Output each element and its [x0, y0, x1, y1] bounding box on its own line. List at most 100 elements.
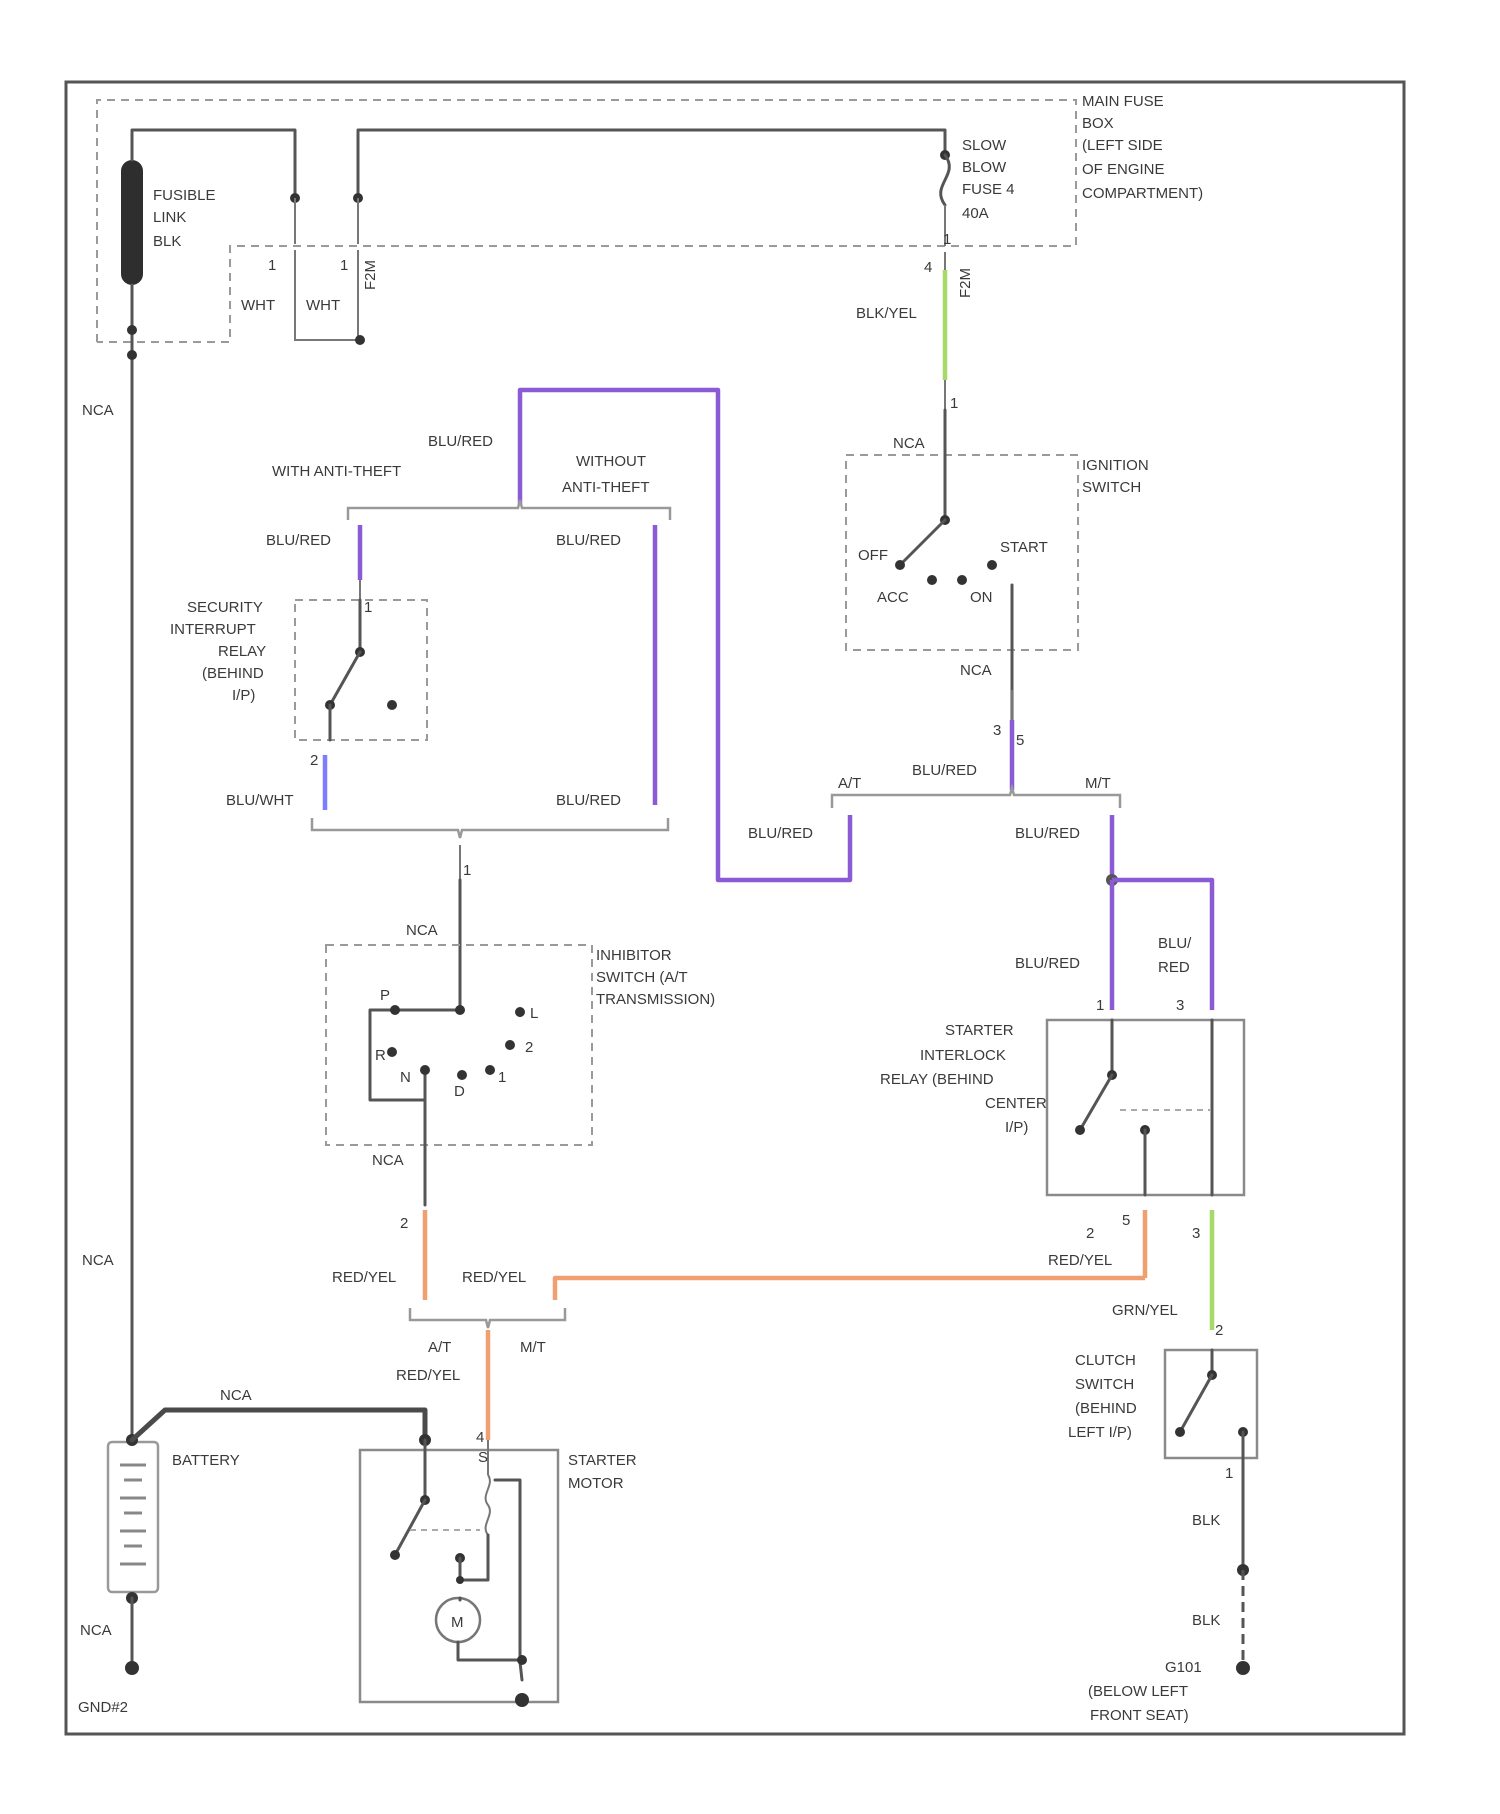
svg-text:START: START: [1000, 539, 1048, 556]
svg-text:BATTERY: BATTERY: [172, 1452, 240, 1469]
svg-text:NCA: NCA: [82, 1252, 114, 1269]
svg-text:2: 2: [400, 1215, 408, 1232]
main-fuse-box-label: MAIN FUSE: [1082, 93, 1164, 110]
svg-text:NCA: NCA: [82, 402, 114, 419]
svg-text:1: 1: [340, 257, 348, 274]
starter-interlock-relay: STARTER INTERLOCK RELAY (BEHIND CENTER I…: [880, 1020, 1244, 1195]
svg-text:BLU/WHT: BLU/WHT: [226, 792, 294, 809]
at-mt-brace-right: [832, 788, 1120, 808]
svg-text:1: 1: [268, 257, 276, 274]
svg-text:S: S: [478, 1449, 488, 1466]
svg-text:P: P: [380, 987, 390, 1004]
svg-text:(BELOW LEFT: (BELOW LEFT: [1088, 1683, 1188, 1700]
battery-to-starter-wire: [132, 1410, 425, 1440]
svg-text:RELAY (BEHIND: RELAY (BEHIND: [880, 1071, 994, 1088]
svg-text:4: 4: [924, 259, 932, 276]
fusible-link: [121, 160, 143, 285]
svg-text:1: 1: [950, 395, 958, 412]
svg-text:CENTER: CENTER: [985, 1095, 1047, 1112]
svg-text:N: N: [400, 1069, 411, 1086]
svg-text:NCA: NCA: [406, 922, 438, 939]
svg-text:BLK/YEL: BLK/YEL: [856, 305, 917, 322]
security-interrupt-relay: SECURITY INTERRUPT RELAY (BEHIND I/P): [170, 599, 427, 740]
svg-text:GND#2: GND#2: [78, 1699, 128, 1716]
svg-text:INHIBITOR: INHIBITOR: [596, 947, 672, 964]
svg-text:I/P): I/P): [232, 687, 255, 704]
battery-ground-dot: [125, 1661, 139, 1675]
svg-text:I/P): I/P): [1005, 1119, 1028, 1136]
svg-text:WITHOUT: WITHOUT: [576, 453, 646, 470]
svg-text:3: 3: [993, 722, 1001, 739]
svg-text:3: 3: [1192, 1225, 1200, 1242]
svg-text:A/T: A/T: [838, 775, 861, 792]
svg-text:R: R: [375, 1047, 386, 1064]
svg-text:FUSIBLE: FUSIBLE: [153, 187, 216, 204]
svg-text:BLU/RED: BLU/RED: [556, 792, 621, 809]
starter-motor: STARTER MOTOR S M: [360, 1434, 637, 1707]
svg-text:BLK: BLK: [153, 233, 181, 250]
svg-text:(BEHIND: (BEHIND: [202, 665, 264, 682]
svg-text:BLK: BLK: [1192, 1612, 1220, 1629]
svg-text:1: 1: [463, 862, 471, 879]
svg-text:BLK: BLK: [1192, 1512, 1220, 1529]
svg-text:BLU/RED: BLU/RED: [556, 532, 621, 549]
svg-text:NCA: NCA: [80, 1622, 112, 1639]
svg-text:SWITCH: SWITCH: [1082, 479, 1141, 496]
svg-text:SWITCH (A/T: SWITCH (A/T: [596, 969, 688, 986]
svg-text:OF ENGINE: OF ENGINE: [1082, 161, 1165, 178]
svg-text:G101: G101: [1165, 1659, 1202, 1676]
svg-text:ACC: ACC: [877, 589, 909, 606]
svg-text:M/T: M/T: [520, 1339, 546, 1356]
svg-text:40A: 40A: [962, 205, 989, 222]
svg-text:A/T: A/T: [428, 1339, 451, 1356]
clutch-switch: CLUTCH SWITCH (BEHIND LEFT I/P): [1068, 1350, 1257, 1458]
svg-text:ANTI-THEFT: ANTI-THEFT: [562, 479, 650, 496]
svg-text:1: 1: [364, 599, 372, 616]
svg-text:F2M: F2M: [957, 268, 974, 298]
svg-text:1: 1: [498, 1069, 506, 1086]
svg-text:SLOW: SLOW: [962, 137, 1007, 154]
svg-text:BLU/RED: BLU/RED: [266, 532, 331, 549]
svg-text:OFF: OFF: [858, 547, 888, 564]
svg-text:1: 1: [943, 231, 951, 248]
svg-text:BLU/RED: BLU/RED: [1015, 825, 1080, 842]
svg-text:1: 1: [1096, 997, 1104, 1014]
svg-text:BLU/RED: BLU/RED: [912, 762, 977, 779]
svg-text:BLU/RED: BLU/RED: [1015, 955, 1080, 972]
svg-text:RED/YEL: RED/YEL: [396, 1367, 460, 1384]
svg-text:NCA: NCA: [893, 435, 925, 452]
svg-text:3: 3: [1176, 997, 1184, 1014]
svg-text:FUSE 4: FUSE 4: [962, 181, 1015, 198]
svg-text:BLU/: BLU/: [1158, 935, 1192, 952]
svg-text:2: 2: [310, 752, 318, 769]
svg-text:L: L: [530, 1005, 538, 1022]
svg-text:TRANSMISSION): TRANSMISSION): [596, 991, 715, 1008]
svg-text:MOTOR: MOTOR: [568, 1475, 624, 1492]
svg-text:GRN/YEL: GRN/YEL: [1112, 1302, 1178, 1319]
battery: BATTERY: [108, 1434, 240, 1604]
svg-text:M/T: M/T: [1085, 775, 1111, 792]
svg-text:SECURITY: SECURITY: [187, 599, 263, 616]
svg-text:RED: RED: [1158, 959, 1190, 976]
red-yel-crossover-wire: [555, 1278, 1145, 1300]
diagram-border: [66, 82, 1404, 1734]
svg-text:BLOW: BLOW: [962, 159, 1007, 176]
svg-text:LINK: LINK: [153, 209, 186, 226]
svg-text:WHT: WHT: [241, 297, 275, 314]
svg-text:STARTER: STARTER: [568, 1452, 637, 1469]
svg-text:2: 2: [525, 1039, 533, 1056]
svg-text:5: 5: [1016, 732, 1024, 749]
svg-text:CLUTCH: CLUTCH: [1075, 1352, 1136, 1369]
svg-text:RED/YEL: RED/YEL: [332, 1269, 396, 1286]
svg-text:SWITCH: SWITCH: [1075, 1376, 1134, 1393]
svg-text:LEFT I/P): LEFT I/P): [1068, 1424, 1132, 1441]
main-fuse-box: MAIN FUSE BOX (LEFT SIDE OF ENGINE COMPA…: [97, 93, 1203, 345]
svg-text:INTERRUPT: INTERRUPT: [170, 621, 256, 638]
svg-text:RED/YEL: RED/YEL: [462, 1269, 526, 1286]
svg-text:RELAY: RELAY: [218, 643, 266, 660]
svg-text:INTERLOCK: INTERLOCK: [920, 1047, 1006, 1064]
svg-text:1: 1: [1225, 1465, 1233, 1482]
svg-text:COMPARTMENT): COMPARTMENT): [1082, 185, 1203, 202]
at-mt-brace-bottom: [410, 1308, 565, 1328]
